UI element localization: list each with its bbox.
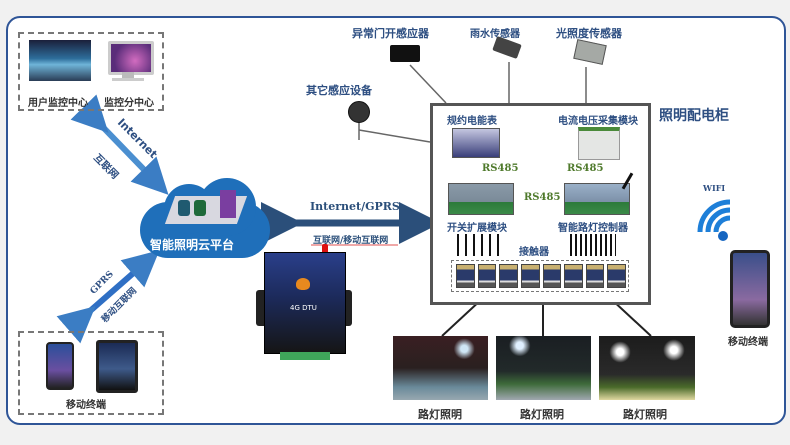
label-light-sensor: 光照度传感器 xyxy=(556,27,622,40)
label-switch-module: 开关扩展模块 xyxy=(447,223,507,234)
label-rs485-right: RS485 xyxy=(567,163,604,174)
label-mobile-terminal-right: 移动终端 xyxy=(728,337,768,348)
mobile-group xyxy=(18,331,164,415)
label-wifi: WIFI xyxy=(703,183,726,193)
contactor-device xyxy=(456,264,475,288)
label-controller: 智能路灯控制器 xyxy=(558,223,628,234)
label-street-light-2: 路灯照明 xyxy=(520,408,564,421)
street-light-image-3 xyxy=(599,336,695,400)
label-street-light-1: 路灯照明 xyxy=(418,408,462,421)
monitoring-group xyxy=(18,32,164,111)
contactor-device xyxy=(499,264,518,288)
cloud-platform: 智能照明云平台 xyxy=(140,178,270,258)
contactor-group xyxy=(451,260,629,292)
phone-right-icon xyxy=(730,250,770,328)
label-cloud-platform: 智能照明云平台 xyxy=(150,238,235,252)
control-room-image xyxy=(29,40,91,81)
label-rain-sensor: 雨水传感器 xyxy=(470,29,520,40)
label-meter: 规约电能表 xyxy=(447,116,497,127)
street-light-image-2 xyxy=(496,336,591,400)
contactor-row xyxy=(456,264,626,288)
label-internet-mobile: 互联网/移动互联网 xyxy=(313,236,389,246)
desktop-computer-icon xyxy=(108,41,154,75)
contactor-device xyxy=(585,264,605,288)
contactor-device xyxy=(564,264,583,288)
label-rs485-middle: RS485 xyxy=(524,192,561,203)
contactor-device xyxy=(542,264,562,288)
controller-device xyxy=(564,183,630,215)
label-other-sensor: 其它感应设备 xyxy=(306,84,372,97)
label-street-light-3: 路灯照明 xyxy=(623,408,667,421)
phone-icon xyxy=(46,342,74,390)
arrow-monitor-cloud xyxy=(70,94,169,195)
dtu-device: 4G DTU xyxy=(256,244,352,360)
contactor-device xyxy=(520,264,540,288)
wiring-right xyxy=(570,234,616,256)
contactor-device xyxy=(607,264,626,288)
dtu-logo-icon xyxy=(296,278,310,290)
tablet-icon xyxy=(96,340,138,393)
label-user-monitor: 用户监控中心 xyxy=(28,98,88,109)
terminal-block xyxy=(280,352,330,360)
label-sub-monitor: 监控分中心 xyxy=(104,98,154,109)
contactor-device xyxy=(477,264,497,288)
label-cabinet-title: 照明配电柜 xyxy=(659,108,729,124)
label-internet-gprs: Internet/GPRS xyxy=(310,200,400,213)
switch-module-device xyxy=(448,183,514,215)
line-door-sensor xyxy=(409,64,447,104)
other-sensor-icon xyxy=(348,101,370,123)
label-collector: 电流电压采集模块 xyxy=(558,116,638,127)
label-mobile-terminal: 移动终端 xyxy=(66,400,106,411)
meter-device xyxy=(452,128,500,158)
door-sensor-icon xyxy=(390,45,420,62)
wiring-left xyxy=(457,234,505,256)
label-door-sensor: 异常门开感应器 xyxy=(352,27,429,40)
label-contactor: 接触器 xyxy=(519,247,549,258)
collector-device xyxy=(578,127,620,160)
street-light-image-1 xyxy=(393,336,488,400)
arrow-mobile-cloud xyxy=(56,250,160,344)
dtu-screen-text: 4G DTU xyxy=(290,304,317,312)
label-rs485-left: RS485 xyxy=(482,163,519,174)
